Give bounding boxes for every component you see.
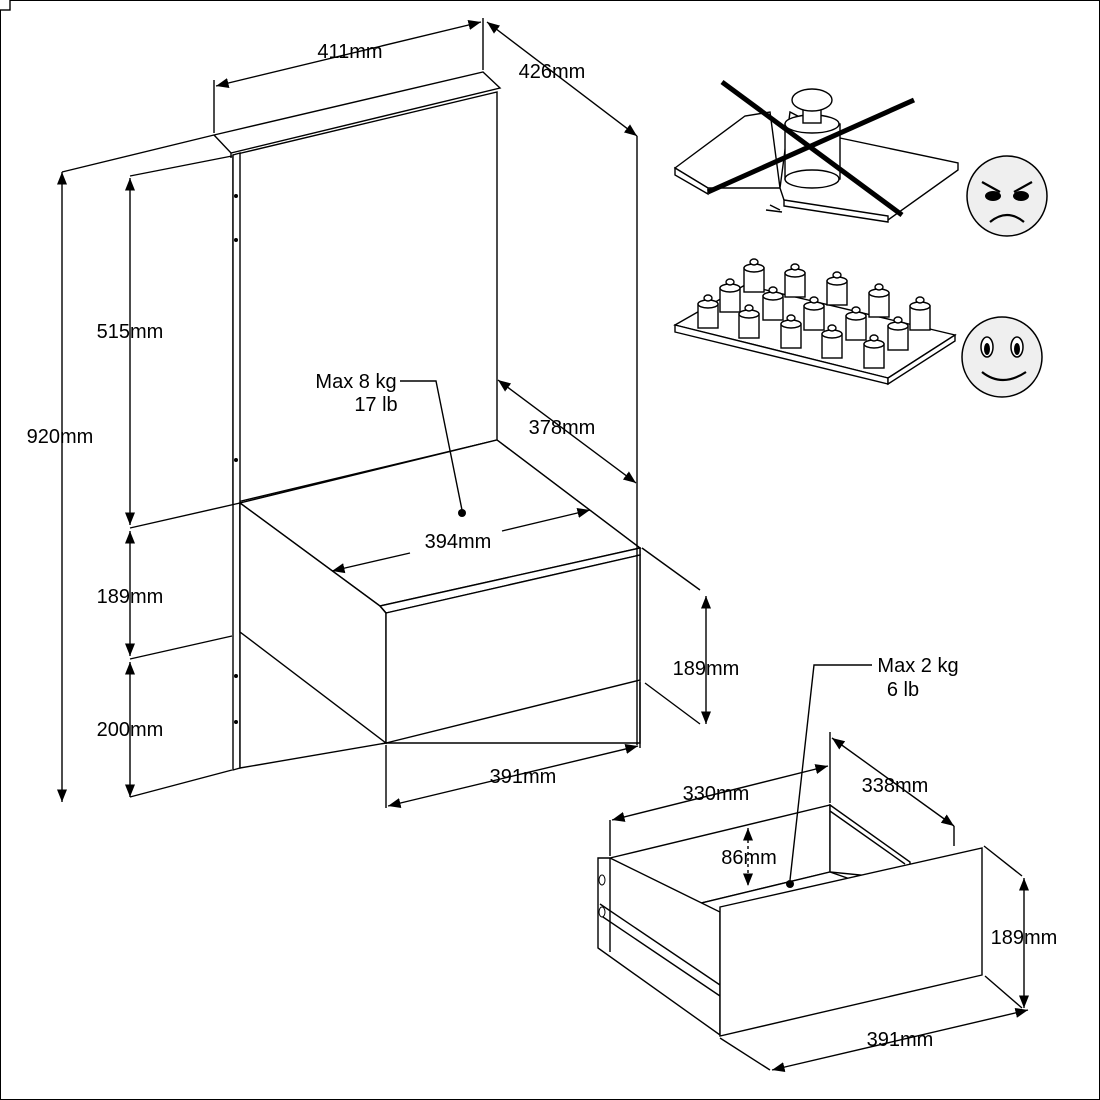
front-height-label: 189mm bbox=[673, 658, 740, 680]
drawer-depth-label: 338mm bbox=[862, 775, 929, 797]
crossed-out-concentrated-load-icon bbox=[673, 79, 959, 223]
drawer-front bbox=[385, 554, 641, 744]
depth-total-label: 426mm bbox=[519, 61, 586, 83]
drawer-inner-width-label: 330mm bbox=[683, 783, 750, 805]
drawer-front-height-label: 189mm bbox=[991, 927, 1058, 949]
back-panel bbox=[232, 91, 498, 504]
distributed-load-icon bbox=[0, 0, 957, 386]
front-width-label: 391mm bbox=[490, 766, 557, 788]
drawer-front-width-label: 391mm bbox=[867, 1029, 934, 1051]
drawer-load-line1: Max 2 kg bbox=[877, 655, 958, 677]
upper-height-label: 515mm bbox=[97, 321, 164, 343]
top-width-label: 411mm bbox=[317, 41, 382, 63]
mid-height-label: 189mm bbox=[97, 586, 164, 608]
drawer-front-panel bbox=[719, 847, 983, 1037]
height-total-label: 920mm bbox=[27, 426, 94, 448]
happy-face-icon bbox=[961, 316, 1043, 398]
shelf-depth-label: 378mm bbox=[529, 417, 596, 439]
top-load-line1: Max 8 kg bbox=[315, 371, 396, 393]
angry-face-icon bbox=[966, 155, 1048, 237]
drawer-dimension-lines bbox=[609, 664, 1030, 1073]
bottom-height-label: 200mm bbox=[97, 719, 164, 741]
shelf-width-label: 394mm bbox=[425, 531, 492, 553]
drawer-load-line2: 6 lb bbox=[887, 679, 919, 701]
drawer-inner-height-label: 86mm bbox=[721, 847, 777, 869]
drawer-drawing bbox=[597, 803, 983, 1037]
main-dimension-lines bbox=[56, 18, 712, 808]
top-load-line2: 17 lb bbox=[354, 394, 397, 416]
